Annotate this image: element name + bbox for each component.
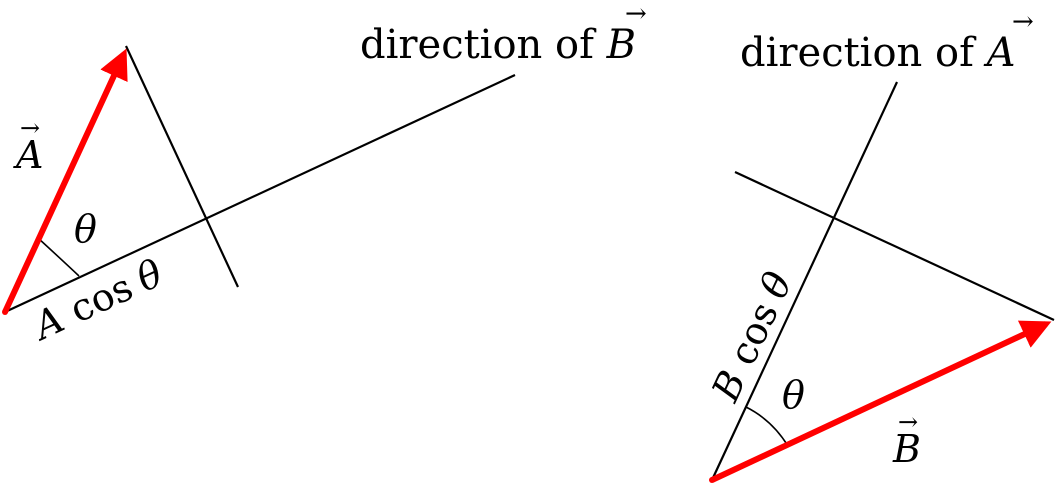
left-direction-vector-arrow-icon: → — [625, 0, 647, 29]
left-perpendicular-line — [125, 45, 239, 288]
vector-a-label: A — [13, 133, 43, 177]
right-perpendicular-line — [734, 171, 1055, 321]
left-direction-label-vector: B — [606, 22, 636, 68]
right-direction-label-vector: A — [983, 30, 1016, 76]
right-direction-label-prefix: direction of — [740, 30, 987, 76]
left-projection-func: cos — [63, 265, 139, 332]
left-angle-arc — [37, 237, 80, 277]
right-direction-vector-arrow-icon: → — [1012, 7, 1034, 37]
left-direction-label-prefix: direction of — [360, 22, 607, 68]
left-angle-label: θ — [74, 207, 97, 251]
left-projection-coef: A — [25, 297, 71, 350]
vector-b-label: B — [892, 427, 921, 471]
right-angle-label: θ — [782, 373, 805, 417]
left-diagram: direction of B → A → θ Acosθ — [2, 0, 647, 349]
left-direction-line — [4, 74, 516, 313]
right-direction-label: direction of A — [740, 30, 1016, 76]
vector-b-arrow-icon: → — [898, 408, 918, 436]
right-direction-line — [711, 81, 898, 481]
right-angle-arc — [745, 406, 789, 447]
right-diagram: direction of A → B → θ Bcosθ — [703, 7, 1055, 483]
vector-b-arrow — [710, 320, 1052, 483]
vector-a-arrow-icon: → — [20, 114, 40, 142]
left-projection-angle: θ — [130, 251, 169, 301]
right-projection-func: cos — [720, 295, 787, 371]
vector-b-origin — [709, 477, 715, 483]
left-projection-label: Acosθ — [25, 251, 170, 349]
vector-a-arrow — [2, 48, 128, 314]
vector-a-origin — [2, 309, 8, 315]
left-direction-label: direction of B — [360, 22, 636, 68]
right-projection-angle: θ — [751, 265, 801, 304]
svg-text:Acosθ: Acosθ — [25, 251, 170, 349]
